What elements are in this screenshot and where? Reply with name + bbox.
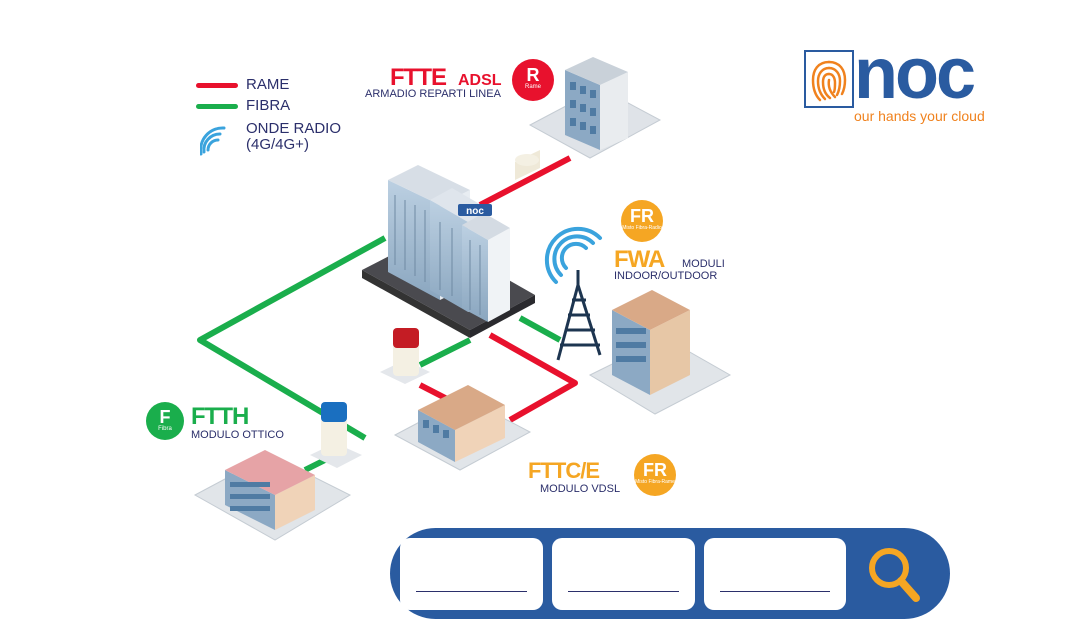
fwa-badge-letter: FR bbox=[630, 206, 654, 226]
ftte-subtitle: ARMADIO REPARTI LINEA bbox=[365, 88, 501, 100]
copper-line-ftte bbox=[478, 155, 572, 208]
fwa-subtitle: INDOOR/OUTDOOR bbox=[614, 270, 718, 282]
ftte-badge-caption: Rame bbox=[524, 84, 541, 90]
hq-sign: noc bbox=[466, 206, 484, 217]
search-field-1-underline bbox=[416, 591, 527, 592]
fttc-cabinet bbox=[380, 328, 430, 384]
fttc-badge: FR Misto Fibra-Rame bbox=[634, 454, 676, 496]
hq-building: noc bbox=[362, 165, 535, 338]
ftth-badge-letter: F bbox=[159, 407, 171, 427]
search-button[interactable] bbox=[856, 538, 932, 610]
search-icon bbox=[869, 548, 920, 602]
logo-tagline: our hands your cloud bbox=[854, 108, 985, 124]
fwa-antenna bbox=[556, 270, 602, 361]
ftte-building bbox=[515, 57, 662, 180]
ftth-badge: F Fibra bbox=[146, 402, 184, 440]
legend-swatch-fibra bbox=[196, 104, 238, 109]
legend-radio-icon bbox=[200, 126, 226, 156]
search-field-2-underline bbox=[568, 591, 679, 592]
fwa-badge-caption: Misto Fibra-Radio bbox=[622, 225, 662, 231]
fttc-badge-caption: Misto Fibra-Rame bbox=[635, 479, 675, 485]
fwa-badge: FR Misto Fibra-Radio bbox=[621, 200, 663, 242]
fttc-title: FTTC/E bbox=[528, 458, 600, 483]
fiber-line-fttc bbox=[418, 337, 472, 368]
ftte-title: FTTE bbox=[390, 64, 447, 91]
fwa-building bbox=[588, 290, 732, 415]
fttc-subtitle: MODULO VDSL bbox=[540, 483, 621, 495]
legend-label-rame: RAME bbox=[246, 76, 290, 93]
ftth-subtitle: MODULO OTTICO bbox=[191, 429, 284, 441]
fttc-building bbox=[393, 385, 532, 471]
fwa-title: FWA bbox=[614, 246, 665, 273]
legend-label-radio: ONDE RADIO bbox=[246, 120, 342, 137]
fingerprint-icon bbox=[804, 50, 854, 108]
search-field-1[interactable] bbox=[400, 538, 543, 610]
ftte-title-suffix: ADSL bbox=[458, 72, 502, 89]
fiber-line-fwa bbox=[518, 315, 562, 343]
ftth-cabinet bbox=[310, 402, 362, 468]
fttc-badge-letter: FR bbox=[643, 460, 667, 480]
search-field-3[interactable] bbox=[704, 538, 846, 610]
logo-name: noc bbox=[854, 34, 976, 114]
search-field-2[interactable] bbox=[552, 538, 695, 610]
ftth-badge-caption: Fibra bbox=[158, 426, 172, 432]
search-field-3-underline bbox=[720, 591, 830, 592]
ftte-badge: R Rame bbox=[512, 59, 554, 101]
ftth-title: FTTH bbox=[191, 403, 249, 430]
fwa-title-suffix: MODULI bbox=[682, 258, 725, 270]
legend-label-radio-detail: (4G/4G+) bbox=[246, 136, 309, 153]
noc-logo[interactable]: noc our hands your cloud bbox=[804, 34, 1019, 128]
radio-waves-icon bbox=[544, 226, 602, 284]
legend-swatch-rame bbox=[196, 83, 238, 88]
ftte-badge-letter: R bbox=[526, 65, 540, 85]
fiber-line-ftth bbox=[197, 235, 387, 441]
ftth-building bbox=[193, 450, 352, 541]
search-bar bbox=[390, 528, 950, 619]
copper-line-fttc bbox=[488, 332, 578, 423]
legend-label-fibra: FIBRA bbox=[246, 97, 291, 114]
